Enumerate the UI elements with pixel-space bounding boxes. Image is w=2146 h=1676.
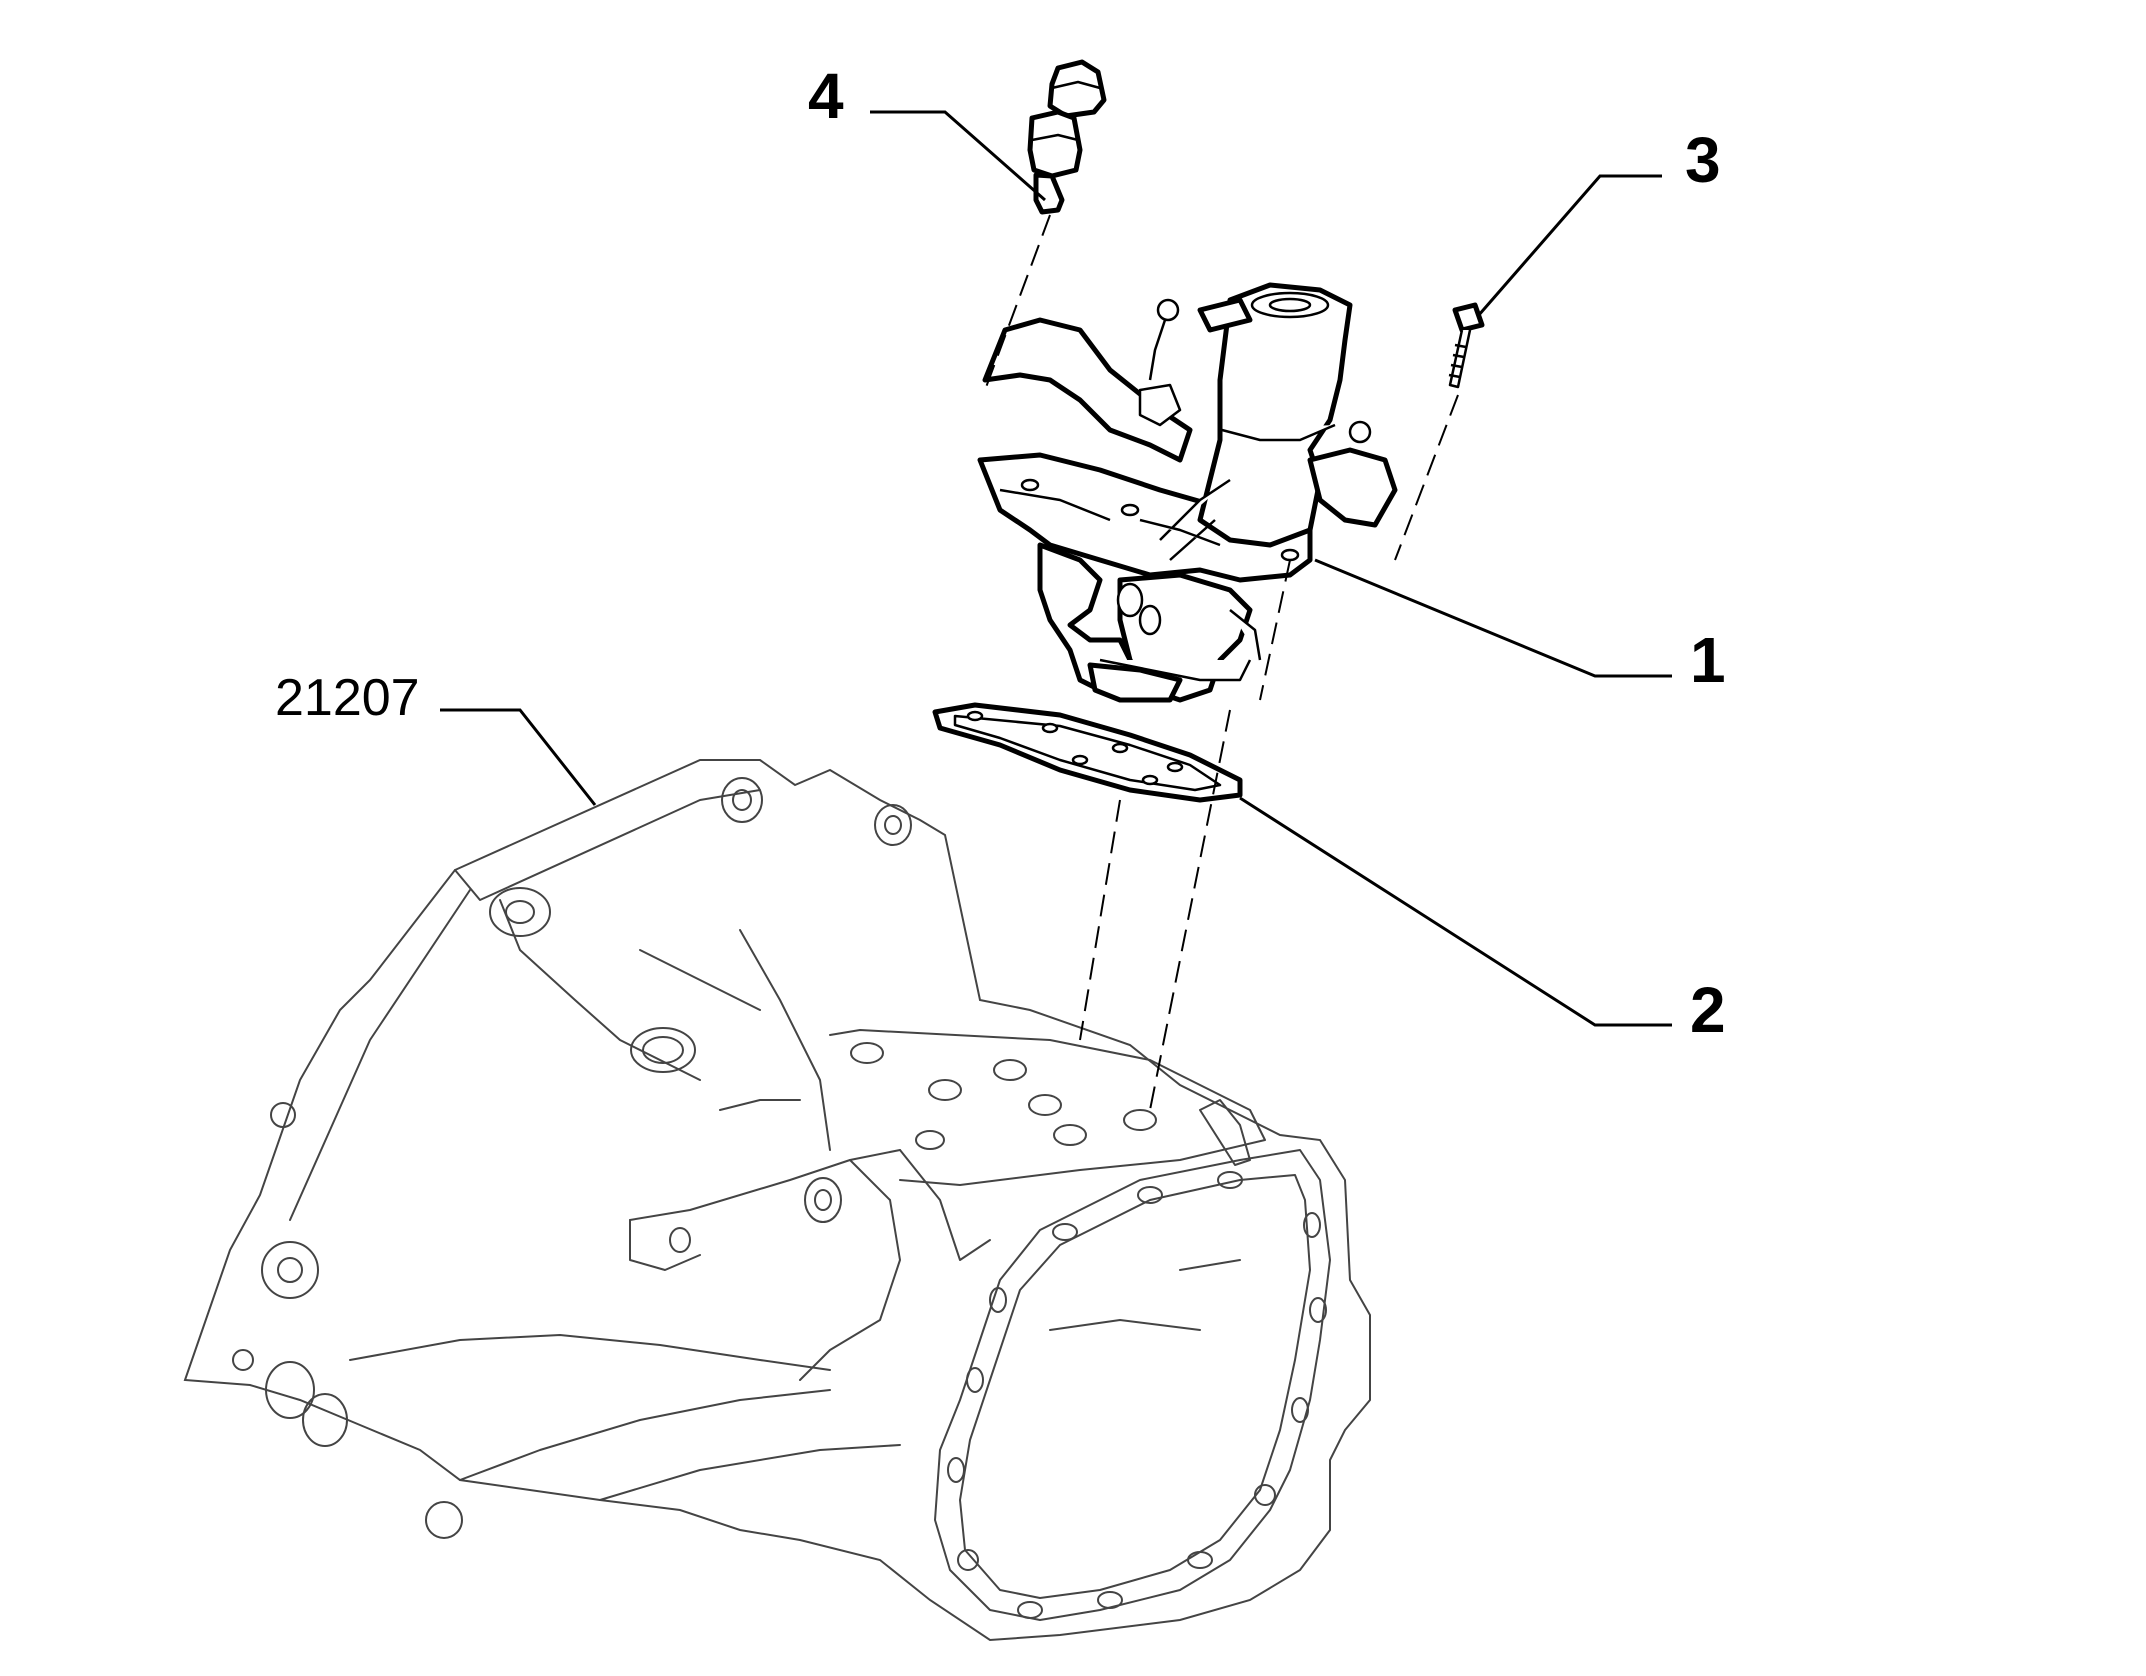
leader-1	[1314, 558, 1672, 678]
leader-3	[1476, 174, 1662, 317]
assembly-guide-lines	[984, 214, 1459, 1111]
callout-2: 2	[1690, 974, 1726, 1046]
reference-21207: 21207	[275, 669, 420, 727]
callout-4: 4	[808, 60, 844, 132]
callout-3: 3	[1685, 124, 1721, 196]
leader-21207	[440, 708, 597, 806]
gasket	[932, 702, 1243, 803]
switch-sensor	[1027, 59, 1107, 215]
gearbox-housing	[183, 759, 1371, 1642]
leader-lines	[440, 110, 1672, 1027]
bolt	[1448, 302, 1485, 389]
leader-4	[870, 110, 1046, 202]
callout-1: 1	[1690, 624, 1726, 696]
leader-2	[1239, 796, 1672, 1027]
gear-selector-assembly	[977, 282, 1398, 703]
